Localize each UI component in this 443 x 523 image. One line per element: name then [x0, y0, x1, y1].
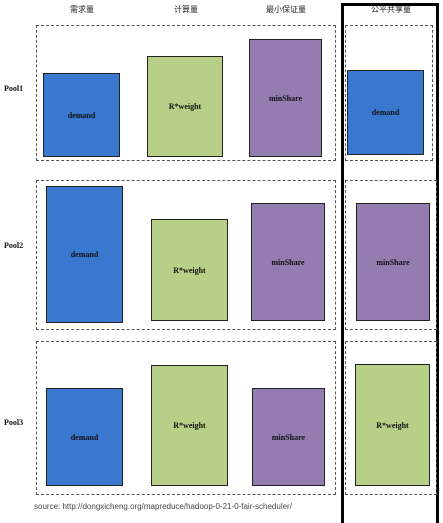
- pool3-fairshare-group: [345, 341, 437, 495]
- pool2-compute-box: R*weight: [151, 219, 228, 321]
- pool1-compute-label: R*weight: [168, 102, 202, 111]
- fairshare-column-frame: [341, 3, 439, 523]
- source-caption: source: http://dongxicheng.org/mapreduce…: [34, 502, 292, 511]
- pool1-demand-label: demand: [67, 110, 96, 120]
- pool1-demand-box: demand: [43, 73, 120, 157]
- pool2-compute-label: R*weight: [173, 265, 206, 275]
- pool1-label: Pool1: [4, 84, 24, 93]
- pool2-minshare-label: minShare: [271, 257, 305, 267]
- pool2-demand-label: demand: [70, 250, 99, 259]
- pool2-group: [36, 180, 336, 330]
- header-minshare: 最小保证量: [266, 5, 306, 14]
- header-demand: 需求量: [70, 5, 94, 14]
- pool3-label: Pool3: [4, 418, 24, 427]
- pool1-fairshare-group: [345, 25, 433, 161]
- pool2-minshare-box: minShare: [251, 203, 325, 321]
- pool1-minshare-box: minShare: [249, 39, 322, 157]
- pool2-demand-box: demand: [46, 186, 123, 323]
- header-fairshare: 公平共享量: [371, 5, 411, 14]
- pool1-minshare-label: minShare: [268, 93, 303, 103]
- pool1-compute-box: R*weight: [147, 56, 223, 157]
- pool3-demand-label: demand: [70, 432, 99, 442]
- pool3-fairshare-label: R*weight: [376, 420, 409, 430]
- pool3-group: [36, 341, 336, 495]
- pool1-group: [36, 25, 336, 161]
- pool1-fairshare-label: demand: [371, 108, 400, 117]
- pool2-label: Pool2: [4, 241, 24, 250]
- header-compute: 计算量: [174, 5, 198, 14]
- pool3-fairshare-box: R*weight: [355, 364, 430, 486]
- pool1-fairshare-box: demand: [347, 70, 424, 155]
- pool3-compute-label: R*weight: [173, 421, 206, 430]
- pool2-fairshare-group: [345, 180, 437, 330]
- pool3-minshare-label: minShare: [271, 432, 306, 442]
- pool2-fairshare-label: minShare: [376, 257, 410, 267]
- pool3-demand-box: demand: [46, 388, 123, 486]
- pool3-compute-box: R*weight: [151, 365, 228, 486]
- pool3-minshare-box: minShare: [252, 388, 325, 486]
- pool2-fairshare-box: minShare: [356, 203, 430, 321]
